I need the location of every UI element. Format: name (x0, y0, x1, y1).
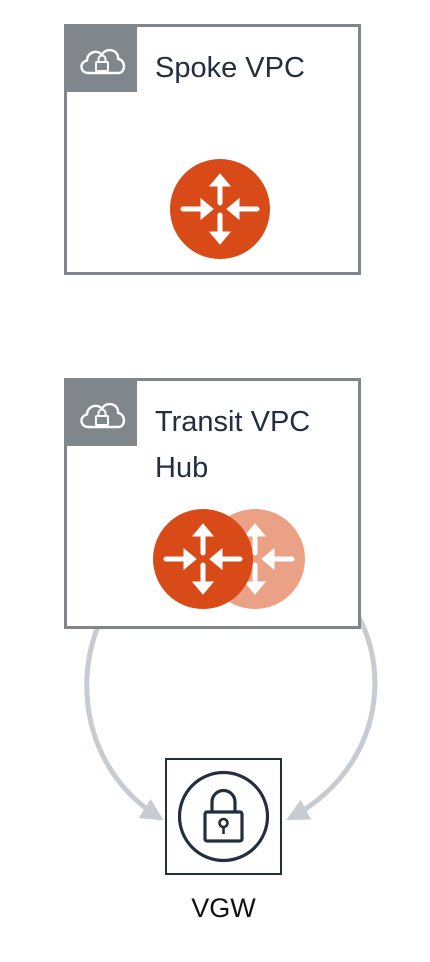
transit-vpc-group: Transit VPC Hub (64, 378, 361, 629)
cloud-lock-icon (80, 402, 126, 429)
vgw-node (165, 758, 282, 875)
vgw-label: VGW (191, 893, 256, 923)
spoke-vpc-title: Spoke VPC (155, 52, 305, 84)
transit-vpc-tab (67, 381, 137, 446)
cloud-lock-icon (80, 48, 126, 75)
router-icon (170, 159, 270, 259)
router-icon-primary (153, 509, 253, 609)
spoke-vpc-tab (67, 27, 137, 92)
spoke-vpc-group: Spoke VPC (64, 24, 361, 275)
padlock-icon (177, 770, 270, 863)
transit-vpc-title: Transit VPC Hub (155, 406, 311, 484)
